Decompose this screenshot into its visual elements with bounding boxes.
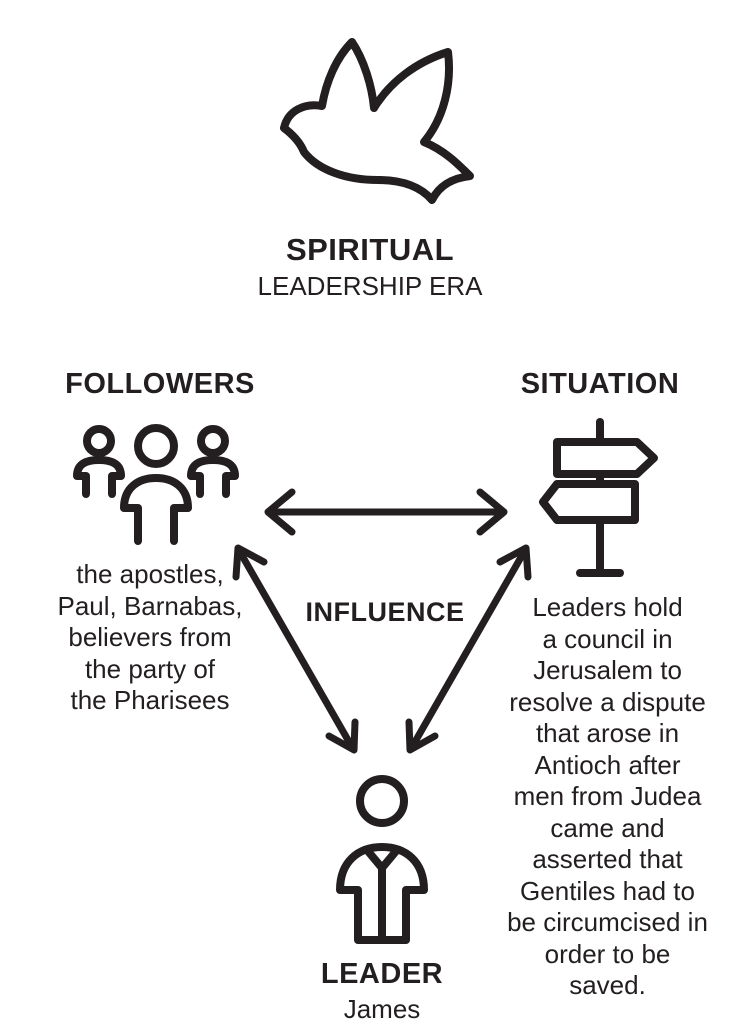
situation-leader-arrow bbox=[405, 544, 532, 754]
dove-icon bbox=[280, 38, 474, 204]
situation-line: be circumcised in bbox=[507, 907, 708, 937]
signpost-icon bbox=[539, 418, 658, 577]
situation-line: resolve a dispute bbox=[509, 686, 706, 717]
situation-line: Gentiles had to bbox=[520, 875, 695, 906]
people-group-icon bbox=[73, 424, 239, 545]
situation-line: Antioch after bbox=[534, 749, 681, 780]
followers-line: the Pharisees bbox=[70, 685, 230, 715]
situation-description: Leaders hold a council in Jerusalem to r… bbox=[475, 592, 740, 1002]
influence-label: INFLUENCE bbox=[305, 597, 465, 627]
era-subtitle: LEADERSHIP ERA bbox=[257, 271, 483, 301]
situation-line: a council in bbox=[542, 623, 673, 654]
person-icon bbox=[336, 775, 428, 944]
followers-leader-arrow bbox=[232, 544, 359, 754]
followers-line: believers from bbox=[68, 622, 232, 652]
situation-line: asserted that bbox=[532, 844, 683, 874]
situation-line: Leaders hold bbox=[532, 592, 683, 622]
leader-name: James bbox=[343, 994, 421, 1024]
situation-line: came and bbox=[550, 812, 665, 843]
followers-heading: FOLLOWERS bbox=[65, 368, 255, 400]
followers-situation-arrow bbox=[264, 488, 508, 536]
situation-heading: SITUATION bbox=[520, 368, 680, 400]
situation-line: order to be bbox=[544, 938, 671, 969]
followers-line: the party of bbox=[84, 653, 216, 684]
followers-line: Paul, Barnabas, bbox=[57, 590, 243, 621]
followers-description: the apostles, Paul, Barnabas, believers … bbox=[20, 559, 280, 717]
situation-line: men from Judea bbox=[513, 781, 702, 811]
era-title: SPIRITUAL bbox=[285, 232, 455, 267]
situation-line: saved. bbox=[569, 970, 646, 1000]
leader-heading: LEADER bbox=[320, 958, 444, 990]
followers-line: the apostles, bbox=[76, 559, 224, 589]
situation-line: that arose in bbox=[535, 718, 680, 748]
situation-line: Jerusalem to bbox=[533, 655, 682, 685]
